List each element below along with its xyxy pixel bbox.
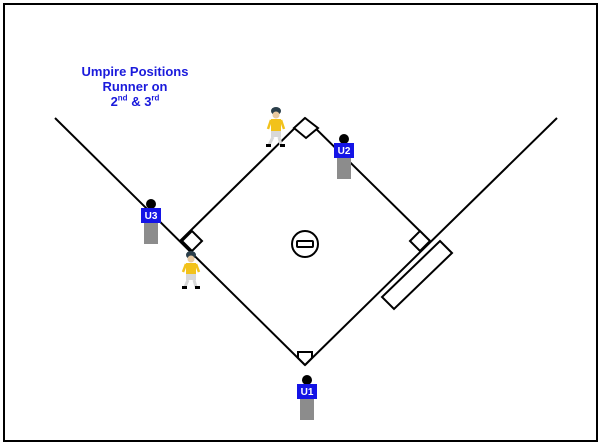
umpire-u1: U1 (297, 375, 317, 420)
umpire-u2: U2 (334, 134, 354, 179)
runner-icon (182, 251, 200, 289)
second-base (294, 118, 318, 138)
pitchers-rubber-icon (292, 231, 318, 257)
first-base-runner-box (382, 241, 452, 309)
title-line-2: Runner on (60, 79, 210, 94)
umpire-head (302, 375, 312, 385)
umpire-head (146, 199, 156, 209)
umpire-pants (300, 399, 314, 420)
umpire-u1-label: U1 (301, 387, 314, 398)
title-line-3-sup-a: nd (118, 94, 128, 103)
diagram-title: Umpire Positions Runner on 2nd & 3rd (60, 64, 210, 109)
umpire-pants (144, 223, 158, 244)
umpire-pants (337, 158, 351, 179)
title-line-1: Umpire Positions (60, 64, 210, 79)
home-plate-icon (298, 352, 312, 365)
second-to-third-baseline (180, 118, 305, 241)
first-base (410, 231, 430, 251)
umpire-u2-label: U2 (338, 146, 351, 157)
third-base (182, 231, 202, 251)
title-line-3-sup-b: rd (151, 94, 159, 103)
umpire-u3-label: U3 (145, 211, 158, 222)
title-line-3-base-a: 2 (111, 94, 118, 109)
umpire-head (339, 134, 349, 144)
first-to-second-baseline (305, 118, 430, 241)
title-line-3: 2nd & 3rd (60, 94, 210, 109)
title-line-3-mid: & 3 (128, 94, 152, 109)
